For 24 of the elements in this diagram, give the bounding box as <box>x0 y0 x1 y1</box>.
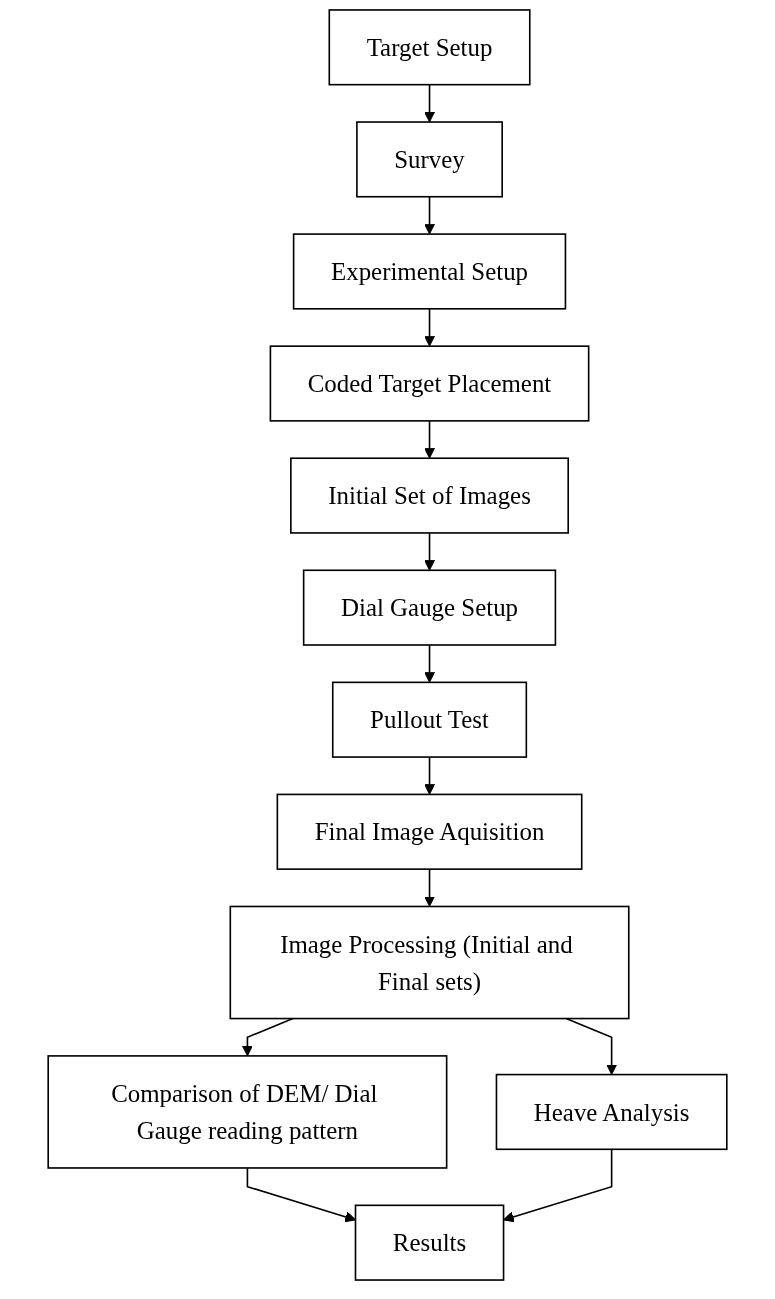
node-box: Pullout Test <box>331 681 528 758</box>
node-box: Target Setup <box>328 9 531 86</box>
arrow <box>565 1017 618 1076</box>
node-box: Experimental Setup <box>292 233 567 310</box>
arrow <box>424 756 435 795</box>
arrow <box>424 868 435 907</box>
node-box: Coded Target Placement <box>269 345 590 422</box>
node-box: Heave Analysis <box>495 1073 728 1151</box>
arrow <box>503 1148 613 1223</box>
node-box: Dial Gauge Setup <box>302 569 557 646</box>
arrow <box>424 195 435 235</box>
node-box: Initial Set of Images <box>290 457 569 534</box>
arrow <box>424 83 435 123</box>
arrow <box>424 420 435 459</box>
node-box: Image Processing (Initial and Final sets) <box>229 905 630 1020</box>
arrow <box>246 1167 356 1223</box>
node-box: Comparison of DEM/ Dial Gauge reading pattern <box>47 1055 448 1169</box>
node-box: Final Image Aquisition <box>276 793 583 870</box>
node-box: Survey <box>356 121 503 198</box>
node-box: Results <box>354 1204 505 1281</box>
arrow <box>424 308 435 347</box>
arrow <box>241 1017 294 1057</box>
arrow <box>424 532 435 571</box>
arrow <box>424 644 435 683</box>
